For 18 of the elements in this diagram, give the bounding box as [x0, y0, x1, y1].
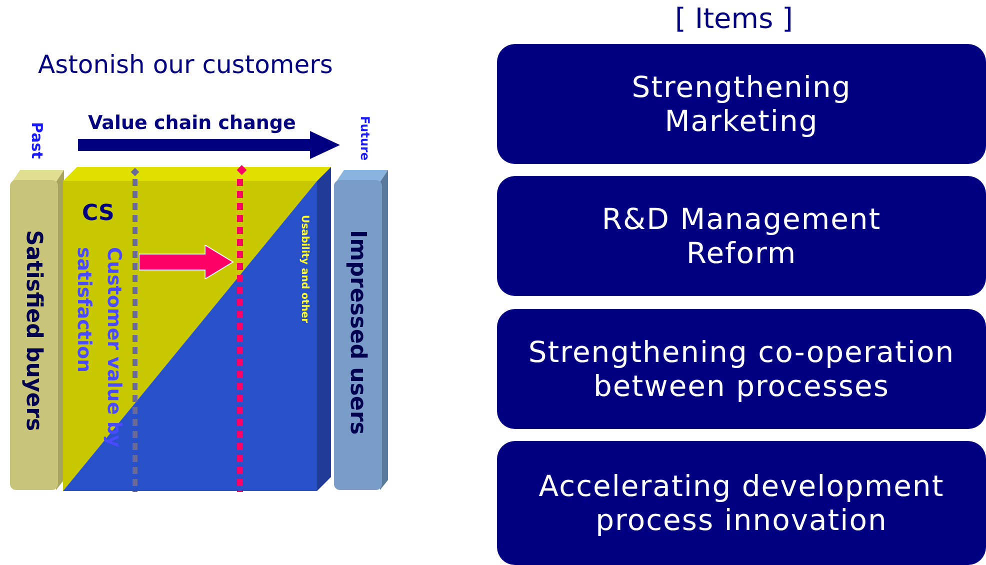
item-box [497, 176, 986, 296]
section-heading: [ Items ] [675, 2, 793, 35]
axis-label: Future [358, 116, 372, 160]
item-label: Strengthening Marketing [630, 70, 852, 138]
arrow-label: Value chain change [88, 112, 296, 134]
block-label: Satisfied buyers [20, 230, 47, 432]
item-box [497, 441, 986, 565]
block-label: Usability and other [299, 215, 310, 324]
item-label: R&D Management Reform [600, 202, 882, 270]
item-box [497, 309, 986, 429]
item-label: Strengthening co-operation between processes [527, 335, 956, 403]
heading: Astonish our customers [38, 50, 333, 79]
axis-label: Past [28, 122, 46, 159]
item-box [497, 44, 986, 164]
block-label: CS [82, 201, 114, 226]
block-label: Customer value by satisfaction [72, 247, 126, 450]
block-label: Impressed users [344, 230, 371, 435]
item-label: Accelerating development process innovation [538, 469, 946, 537]
